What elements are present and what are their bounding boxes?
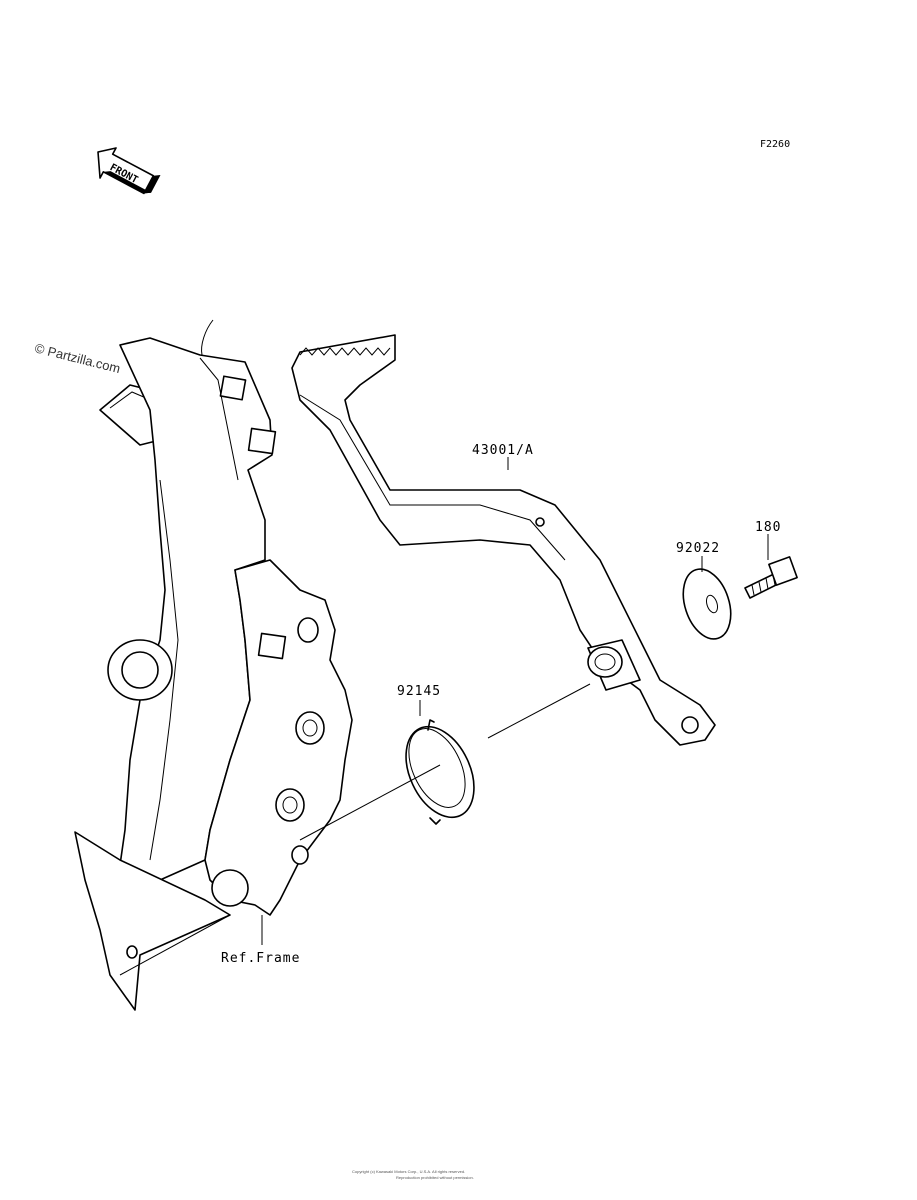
watermark: © Partzilla.com (33, 340, 122, 376)
brake-pedal-drawing (291, 334, 716, 746)
frame-drawing (74, 319, 353, 1011)
part-label-92145: 92145 (397, 684, 441, 699)
bolt-drawing (744, 556, 798, 599)
part-label-180: 180 (755, 520, 781, 535)
part-label-92022: 92022 (676, 541, 720, 556)
axis-line (299, 764, 441, 841)
part-label-ref-frame: Ref.Frame (221, 951, 300, 966)
axis-line (487, 683, 591, 739)
spring-drawing (405, 719, 475, 825)
part-label-43001a: 43001/A (472, 443, 534, 458)
front-arrow-icon: FRONT (97, 147, 161, 195)
figure-code: F2260 (760, 139, 790, 150)
copyright-line: Copyright (c) Kawasaki Motors Corp., U.S… (352, 1169, 465, 1174)
washer-drawing (682, 568, 732, 640)
copyright-line-2: Reproduction prohibited without permissi… (396, 1175, 474, 1180)
